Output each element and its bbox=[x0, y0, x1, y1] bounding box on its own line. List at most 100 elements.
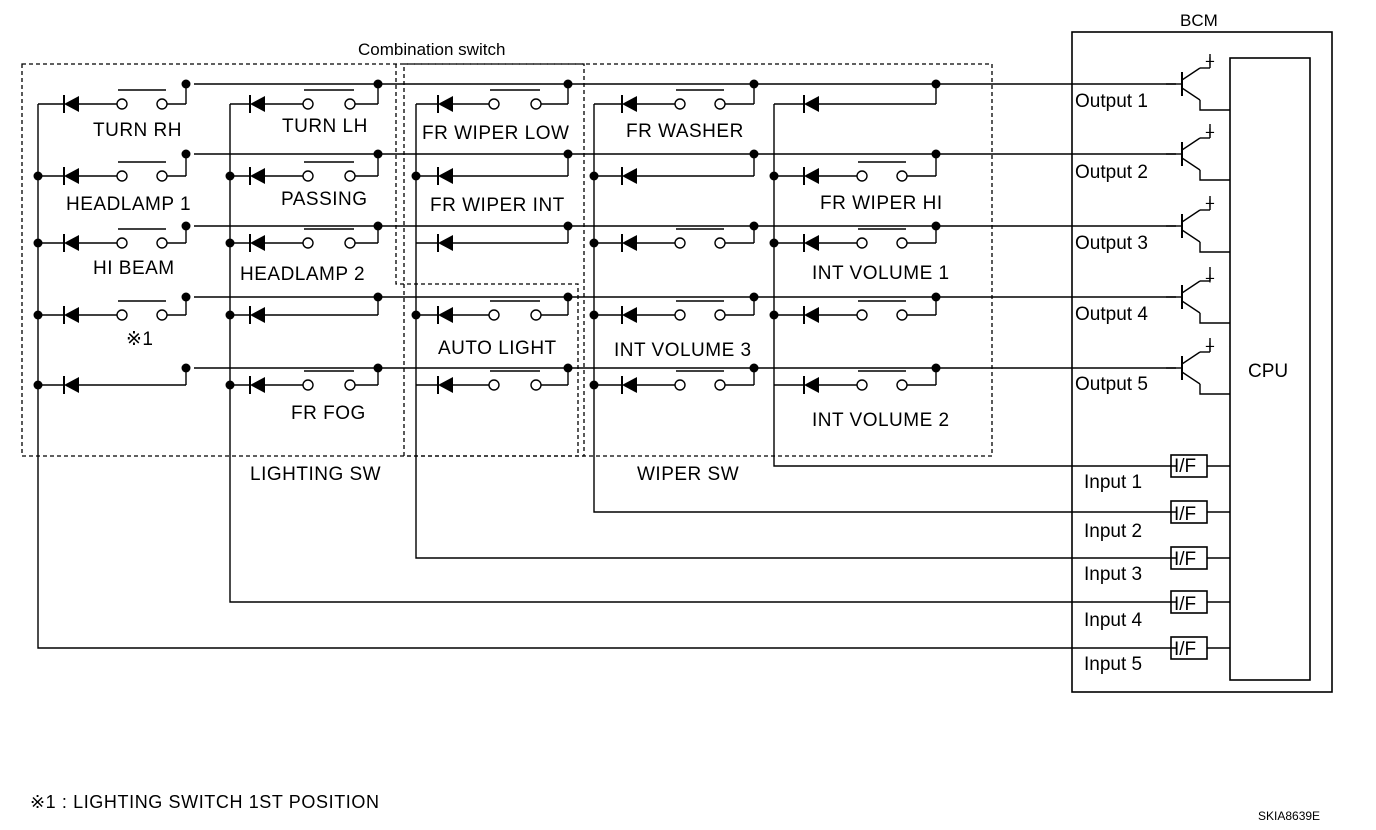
diode-symbol bbox=[804, 307, 819, 323]
junction-dot bbox=[373, 221, 383, 231]
switch-contact bbox=[856, 309, 868, 321]
junction-dot bbox=[749, 79, 759, 89]
switch-contact bbox=[714, 98, 726, 110]
switch-contact bbox=[302, 237, 314, 249]
switch-label-fr-wiper-low: FR WIPER LOW bbox=[422, 123, 569, 144]
junction-dot bbox=[373, 292, 383, 302]
junction-dot bbox=[225, 238, 235, 248]
figure-code: SKIA8639E bbox=[1258, 809, 1320, 823]
junction-dot bbox=[589, 380, 599, 390]
switch-contact bbox=[896, 170, 908, 182]
switch-contact bbox=[488, 309, 500, 321]
plus-sign-4: + bbox=[1205, 269, 1215, 288]
switch-contact bbox=[116, 98, 128, 110]
switch-label-fr-washer: FR WASHER bbox=[626, 121, 744, 142]
switch-label-passing: PASSING bbox=[281, 189, 368, 210]
switch-label-turn-rh: TURN RH bbox=[93, 120, 182, 141]
switch-label-fr-wiper-int: FR WIPER INT bbox=[430, 195, 565, 216]
diode-symbol bbox=[622, 235, 637, 251]
transistor-symbol bbox=[1199, 170, 1230, 181]
input-4-wire bbox=[229, 104, 1176, 603]
transistor-symbol bbox=[1199, 100, 1230, 111]
switch-contact bbox=[302, 98, 314, 110]
switch-contact bbox=[714, 309, 726, 321]
transistor-symbol bbox=[1199, 242, 1230, 253]
diode-symbol bbox=[804, 377, 819, 393]
junction-dot bbox=[563, 363, 573, 373]
transistor-symbol bbox=[1181, 300, 1201, 314]
switch-contact bbox=[156, 98, 168, 110]
input-5-wire bbox=[37, 104, 1176, 649]
cpu-label: CPU bbox=[1248, 361, 1288, 382]
transistor-symbol bbox=[1181, 351, 1201, 365]
input-label-4: Input 4 bbox=[1084, 610, 1143, 631]
switch-contact bbox=[116, 309, 128, 321]
diode-symbol bbox=[438, 168, 453, 184]
junction-dot bbox=[769, 310, 779, 320]
diode-symbol bbox=[438, 307, 453, 323]
switch-label-auto-light: AUTO LIGHT bbox=[438, 338, 557, 359]
junction-dot bbox=[769, 171, 779, 181]
cpu-box bbox=[1229, 57, 1311, 681]
switch-contact bbox=[344, 237, 356, 249]
switch-contact bbox=[714, 237, 726, 249]
junction-dot bbox=[749, 292, 759, 302]
junction-dot bbox=[33, 171, 43, 181]
switch-contact bbox=[674, 309, 686, 321]
diode-symbol bbox=[250, 96, 265, 112]
junction-dot bbox=[749, 363, 759, 373]
diode-symbol bbox=[64, 96, 79, 112]
junction-dot bbox=[411, 171, 421, 181]
interface-label-2: I/F bbox=[1174, 504, 1196, 525]
interface-label-1: I/F bbox=[1174, 456, 1196, 477]
diode-symbol bbox=[622, 307, 637, 323]
diode-symbol bbox=[64, 377, 79, 393]
switch-contact bbox=[530, 98, 542, 110]
input-1-wire bbox=[773, 104, 1176, 467]
switch-contact bbox=[488, 379, 500, 391]
junction-dot bbox=[181, 363, 191, 373]
output-label-4: Output 4 bbox=[1075, 304, 1148, 325]
transistor-symbol bbox=[1181, 229, 1201, 243]
junction-dot bbox=[589, 310, 599, 320]
transistor-symbol bbox=[1181, 209, 1201, 223]
switch-contact bbox=[344, 98, 356, 110]
switch-contact bbox=[116, 170, 128, 182]
switch-contact bbox=[156, 170, 168, 182]
input-3-wire bbox=[415, 104, 1176, 559]
bcm-box bbox=[1071, 31, 1333, 693]
junction-dot bbox=[225, 380, 235, 390]
switch-contact bbox=[156, 309, 168, 321]
junction-dot bbox=[931, 79, 941, 89]
diode-symbol bbox=[438, 96, 453, 112]
junction-dot bbox=[181, 79, 191, 89]
switch-label-int-volume-2: INT VOLUME 2 bbox=[812, 410, 950, 431]
switch-contact bbox=[116, 237, 128, 249]
diode-symbol bbox=[622, 377, 637, 393]
switch-contact bbox=[488, 98, 500, 110]
junction-dot bbox=[225, 310, 235, 320]
lighting-sw-label: LIGHTING SW bbox=[250, 464, 381, 485]
junction-dot bbox=[411, 310, 421, 320]
wiper-switch-boundary bbox=[403, 63, 993, 457]
output-label-1: Output 1 bbox=[1075, 91, 1148, 112]
transistor-symbol bbox=[1181, 67, 1201, 81]
switch-contact bbox=[344, 379, 356, 391]
output-label-3: Output 3 bbox=[1075, 233, 1148, 254]
transistor-symbol bbox=[1181, 157, 1201, 171]
diode-symbol bbox=[438, 235, 453, 251]
switch-contact bbox=[530, 379, 542, 391]
transistor-symbol bbox=[1181, 137, 1201, 151]
plus-sign-2: + bbox=[1205, 123, 1215, 142]
switch-contact bbox=[856, 237, 868, 249]
switch-label-fr-wiper-hi: FR WIPER HI bbox=[820, 193, 943, 214]
switch-contact bbox=[896, 309, 908, 321]
output-label-2: Output 2 bbox=[1075, 162, 1148, 183]
combination-switch-label: Combination switch bbox=[358, 40, 505, 59]
junction-dot bbox=[749, 221, 759, 231]
switch-label-note-1: ※1 bbox=[126, 329, 154, 350]
combination-switch-divider bbox=[395, 64, 579, 456]
input-label-2: Input 2 bbox=[1084, 521, 1142, 542]
diode-symbol bbox=[250, 377, 265, 393]
junction-dot bbox=[563, 221, 573, 231]
